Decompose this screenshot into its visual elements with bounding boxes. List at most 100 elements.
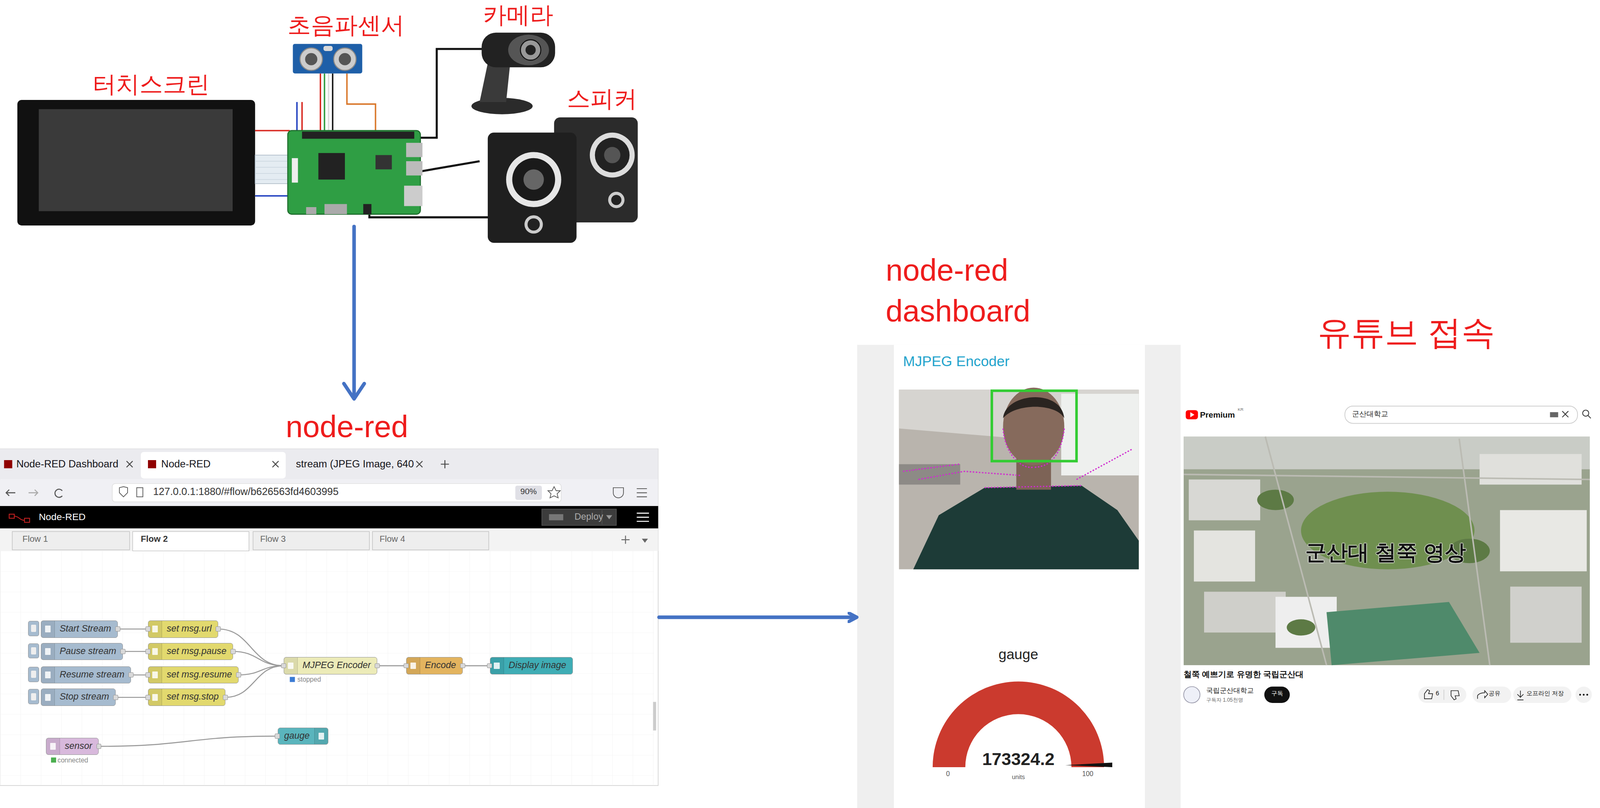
wires <box>319 73 322 133</box>
node-port <box>145 672 151 678</box>
flow-tab: Flow 2 <box>140 533 168 544</box>
ultrasonic-sensor-picture <box>304 53 318 66</box>
function-node: Encode <box>406 657 463 675</box>
node-red-screenshot <box>515 485 542 501</box>
gauge-value: 173324.2 <box>982 748 1055 770</box>
node-red-screenshot <box>0 449 659 786</box>
raspberry-pi-board <box>363 204 372 215</box>
dashboard-screenshot <box>856 344 1181 808</box>
node-port <box>460 663 466 669</box>
deploy-button: Deploy <box>574 511 604 523</box>
raspberry-pi-board <box>306 207 317 215</box>
dashboard-panel: node-red dashboardMJPEG Encodergauge1733… <box>856 250 1181 808</box>
inject-button <box>31 670 37 678</box>
node-red-screenshot <box>0 506 659 529</box>
camera-picture <box>525 45 536 56</box>
youtube-screenshot <box>1193 530 1256 582</box>
youtube-panel: 유튜브 접속PremiumKR군산대학교군산대 철쭉 영상철쭉 예쁘기로 유명한… <box>1180 306 1600 710</box>
wires <box>296 102 298 133</box>
node-icon <box>152 671 159 679</box>
flow-wire <box>115 697 149 698</box>
change-node: set msg.pause <box>148 643 234 661</box>
flow-wire <box>122 651 149 652</box>
node-icon <box>45 671 52 679</box>
encoder-node: MJPEG Encoderstopped <box>283 657 378 675</box>
inject-button <box>31 693 37 701</box>
node-red-screenshot <box>132 531 250 552</box>
node-port <box>145 649 151 655</box>
node-red-screenshot <box>0 528 659 552</box>
dashboard-screenshot <box>899 464 961 485</box>
widget-title: MJPEG Encoder <box>902 353 1010 371</box>
raspberry-pi-board <box>301 131 415 139</box>
flow-tab: Flow 4 <box>379 533 406 544</box>
youtube-screenshot <box>1180 403 1600 710</box>
node-icon <box>148 666 163 684</box>
video-overlay-text: 군산대 철쭉 영상 <box>1305 539 1467 566</box>
youtube-screenshot <box>1326 601 1480 666</box>
node-label: set msg.url <box>166 623 212 634</box>
node-red-screenshot <box>289 677 295 683</box>
inject-node: Start Stream <box>40 620 118 638</box>
part-name: 초음파센서 <box>287 12 405 39</box>
raspberry-pi-board <box>318 153 345 180</box>
youtube-screenshot <box>1562 411 1569 418</box>
node-port <box>403 663 409 669</box>
node-red-screenshot <box>549 514 564 521</box>
wires <box>331 73 334 133</box>
status-text: connected <box>57 756 89 765</box>
youtube-screenshot <box>1183 436 1590 666</box>
region-code: KR <box>1237 407 1244 413</box>
flow-tab: Flow 3 <box>260 533 286 544</box>
gauge-max: 100 <box>1082 770 1094 779</box>
node-red-screenshot <box>606 515 613 520</box>
node-red-screenshot <box>547 486 561 498</box>
node-icon <box>46 738 60 755</box>
speaker-picture <box>608 191 625 208</box>
inject-button <box>28 666 40 683</box>
node-label: sensor <box>64 740 93 752</box>
node-label: Resume stream <box>59 669 125 680</box>
node-label: MJPEG Encoder <box>302 659 371 671</box>
logo-text: Premium <box>1199 409 1235 420</box>
raspberry-pi-board <box>406 161 423 176</box>
youtube-screenshot <box>1451 690 1460 701</box>
gauge-units: units <box>1011 773 1025 781</box>
touchscreen-picture <box>17 99 256 226</box>
raspberry-pi-board <box>406 142 423 158</box>
node-icon <box>287 662 294 670</box>
node-red-screenshot <box>5 489 16 496</box>
inject-button <box>28 688 40 705</box>
node-label: Encode <box>424 659 456 671</box>
node-red-screenshot <box>4 460 13 469</box>
node-icon <box>45 694 52 701</box>
youtube-screenshot <box>1500 509 1587 572</box>
node-label: set msg.resume <box>166 669 233 680</box>
youtube-screenshot <box>1188 479 1261 521</box>
wires <box>255 129 291 131</box>
dashboard-screenshot <box>856 344 1181 808</box>
panel-heading: node-red dashboard <box>885 250 1060 332</box>
youtube-screenshot <box>1582 694 1585 696</box>
node-red-screenshot <box>0 449 659 480</box>
wires <box>327 73 330 133</box>
node-red-screenshot <box>14 516 25 521</box>
speaker-picture <box>595 137 630 173</box>
change-node: set msg.url <box>148 620 219 638</box>
node-icon <box>152 625 159 633</box>
dashboard-screenshot <box>893 344 1145 808</box>
youtube-screenshot <box>1575 686 1592 704</box>
speaker-picture <box>487 132 577 243</box>
node-red-screenshot <box>636 488 647 497</box>
speaker-picture <box>589 132 635 178</box>
dashboard-screenshot <box>902 428 1133 488</box>
part-name: 터치스크린 <box>92 71 210 98</box>
youtube-screenshot <box>1180 403 1600 710</box>
dashboard-screenshot <box>1002 397 1065 419</box>
template-node: Display image <box>489 657 573 675</box>
node-port <box>236 672 242 678</box>
flow-wire <box>117 628 149 630</box>
node-icon <box>41 643 55 661</box>
down-arrow <box>344 383 365 399</box>
